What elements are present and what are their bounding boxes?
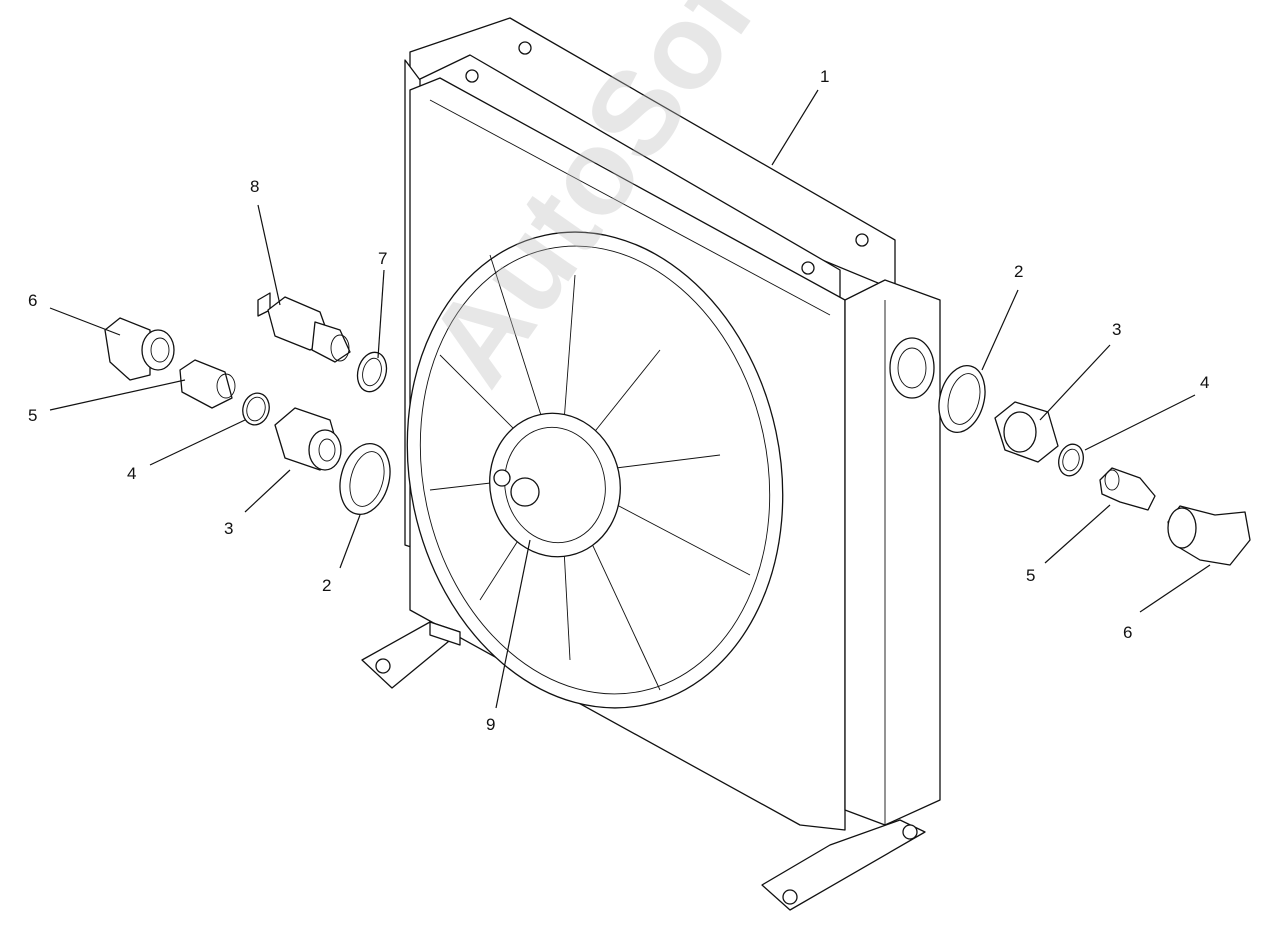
temperature-sensor (257, 292, 351, 363)
seal-ring-right (938, 365, 986, 433)
adapter-right (1099, 467, 1156, 511)
callout-3-left: 3 (224, 519, 234, 538)
callout-6-right: 6 (1123, 623, 1133, 642)
mounting-bracket-right (761, 819, 926, 911)
adapter-left (179, 359, 236, 409)
nut-left (274, 407, 342, 471)
leader-lines (49, 89, 1211, 709)
callout-4-left: 4 (127, 464, 137, 483)
elbow-fitting-right (1167, 505, 1251, 566)
mounting-bracket-left (361, 621, 461, 689)
callout-8: 8 (250, 177, 260, 196)
callout-5-right: 5 (1026, 566, 1036, 585)
callout-5-left: 5 (28, 406, 38, 425)
callout-6-left: 6 (28, 291, 38, 310)
callout-2-left: 2 (322, 576, 332, 595)
oring-sensor (356, 351, 388, 393)
oring-small-left (242, 392, 270, 426)
callout-7: 7 (378, 249, 388, 268)
callout-3-right: 3 (1112, 320, 1122, 339)
oring-small-right (1058, 443, 1084, 477)
fan-assembly (406, 231, 784, 709)
callout-4-right: 4 (1200, 373, 1210, 392)
elbow-fitting-left (104, 317, 175, 381)
callout-2-right: 2 (1014, 262, 1024, 281)
callout-9: 9 (486, 715, 496, 734)
callout-1: 1 (820, 67, 830, 86)
seal-ring-left (339, 443, 391, 515)
